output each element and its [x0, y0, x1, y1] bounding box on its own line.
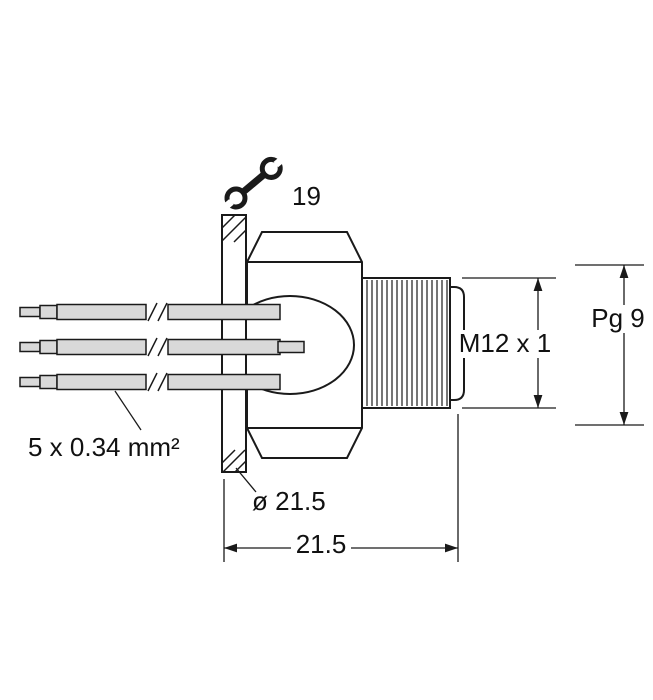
- wrench-size-label: 19: [292, 181, 321, 211]
- wrench-icon: [221, 155, 286, 211]
- wire-row-2: [19, 337, 281, 357]
- wire-bundle: [19, 302, 305, 392]
- wire-row-3: [19, 372, 281, 392]
- dimension-m12: M12 x 1: [452, 277, 558, 409]
- thread-spec-label: M12 x 1: [459, 328, 552, 358]
- wire-row-1: [19, 302, 281, 322]
- flange-diameter-label: ø 21.5: [252, 486, 326, 516]
- thread-hatching: [366, 280, 448, 406]
- center-contact: [277, 340, 305, 354]
- wire-spec-label: 5 x 0.34 mm²: [28, 432, 180, 462]
- callout-wire-spec: 5 x 0.34 mm²: [28, 390, 180, 462]
- dimension-width: 21.5: [223, 414, 459, 562]
- connector-body: [221, 214, 465, 473]
- gland-spec-label: Pg 9: [591, 303, 645, 333]
- callout-flange-diameter: ø 21.5: [235, 467, 326, 516]
- flange-hatching: [221, 214, 247, 473]
- dimension-pg9: Pg 9: [575, 264, 652, 426]
- mount-width-label: 21.5: [296, 529, 347, 559]
